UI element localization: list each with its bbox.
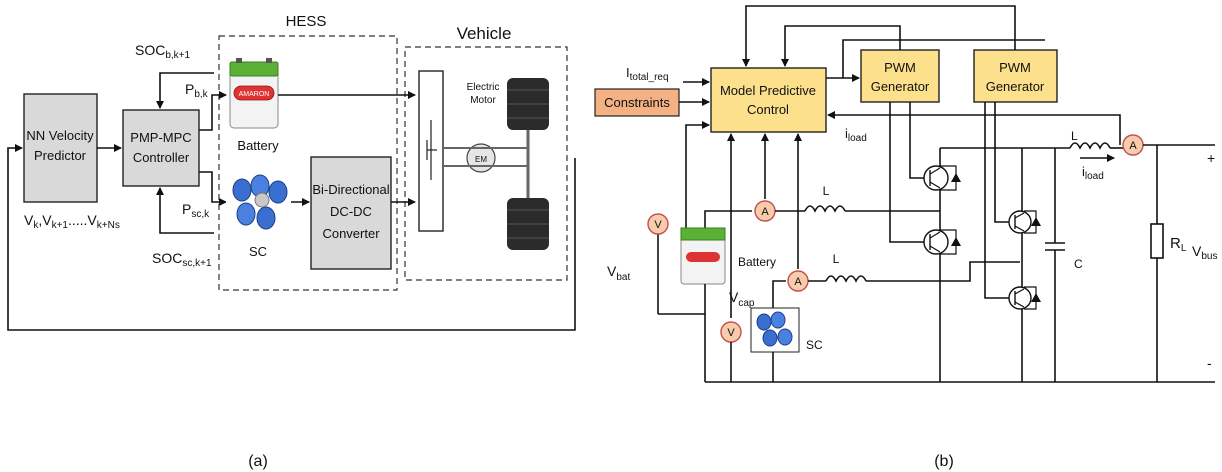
i-total-req-label: Itotal_req — [626, 65, 669, 83]
sc-wire-to-switch — [866, 261, 1020, 282]
ammeter-a-label-1: A — [761, 206, 769, 218]
mpc-to-pwm2-line — [842, 39, 1045, 78]
pwm2-gate-lower — [984, 102, 1012, 299]
inverter-switch-icon — [426, 120, 437, 180]
pwm-generator-1-block — [860, 49, 940, 103]
vbat-return-wire — [658, 284, 706, 315]
iload-label-bus: iload — [1082, 164, 1104, 182]
top-feedback-inner — [781, 25, 901, 67]
psc-arrow — [199, 171, 227, 206]
figure-a: HESS Vehicle NN Velocity Predictor PMP-M… — [7, 13, 576, 470]
sc-inductor — [825, 275, 867, 283]
load-resistor — [1150, 223, 1164, 259]
soc-sc-arrow — [156, 187, 214, 234]
pb-label: Pb,k — [185, 81, 209, 100]
battery-b-label: Battery — [738, 255, 776, 269]
battery-label: Battery — [237, 138, 279, 153]
battery-image: AMARON — [229, 58, 279, 129]
battery-b-image — [680, 227, 726, 285]
soc-b-arrow — [156, 72, 214, 109]
constraints-label: Constraints — [604, 95, 670, 110]
nn-block-line2: Predictor — [34, 148, 87, 163]
pmp-mpc-controller-block — [122, 109, 200, 187]
pb-arrow — [199, 91, 227, 131]
vbus-label: Vbus — [1192, 243, 1217, 262]
vbat-voltmeter-icon — [647, 213, 669, 235]
psc-label: Psc,k — [182, 201, 210, 220]
vbat-feedback-arrow — [685, 121, 710, 240]
sc-b-image — [750, 307, 800, 353]
sc-positive-wire — [772, 280, 786, 308]
model-predictive-control-block — [710, 67, 827, 133]
pwm1-gate-upper — [909, 102, 925, 179]
pwm2-line1: PWM — [999, 60, 1031, 75]
constraints-block — [594, 88, 680, 117]
sc-label: SC — [249, 244, 267, 259]
battery-logo-text: AMARON — [239, 91, 270, 98]
iload-feedback-arrow — [827, 111, 1121, 145]
soc-b-label: SOCb,k+1 — [135, 42, 191, 61]
wheel-bottom-icon — [507, 198, 549, 250]
pwm-generator-2-block — [973, 49, 1058, 103]
iload-label-top: iload — [845, 126, 867, 144]
hess-region — [218, 35, 398, 291]
switch-2-upper-icon — [1008, 210, 1041, 234]
inductor-label-2: L — [833, 252, 840, 266]
caption-a: (a) — [248, 453, 268, 470]
ammeter-a-label-3: A — [1129, 140, 1137, 152]
battery-inductor — [804, 205, 846, 213]
pwm1-gate-lower — [889, 102, 925, 243]
supercapacitor-image — [226, 174, 290, 234]
load-inductor — [1069, 142, 1111, 150]
inductor-label-1: L — [823, 184, 830, 198]
top-feedback-outer — [742, 5, 1016, 67]
converter-line3: Converter — [322, 226, 380, 241]
velocity-sequence-label: Vk,Vk+1.....Vk+Ns — [24, 212, 120, 231]
vcap-label: Vcap — [729, 289, 755, 309]
switch-1-lower-icon — [923, 229, 961, 255]
ammeter-a-label-2: A — [794, 276, 802, 288]
voltmeter-label-1: V — [654, 219, 662, 231]
pwm1-line1: PWM — [884, 60, 916, 75]
vbat-label: Vbat — [607, 263, 630, 283]
sc-b-label: SC — [806, 338, 823, 352]
hess-label: HESS — [286, 13, 327, 30]
plus-label: + — [1207, 150, 1215, 166]
pwm1-line2: Generator — [871, 79, 930, 94]
pwm2-gate-upper — [994, 102, 1012, 223]
dc-dc-converter-block — [310, 156, 392, 270]
switch-1-upper-icon — [923, 165, 961, 191]
voltmeter-label-2: V — [727, 327, 735, 339]
caption-b: (b) — [934, 453, 954, 470]
pmp-block-line2: Controller — [133, 150, 190, 165]
rl-label: RL — [1170, 235, 1187, 254]
minus-label: - — [1207, 355, 1212, 371]
mpc-line2: Control — [747, 102, 789, 117]
em-label: EM — [475, 155, 487, 164]
pmp-block-line1: PMP-MPC — [130, 130, 191, 145]
wheel-top-icon — [507, 78, 549, 130]
nn-block-line1: NN Velocity — [26, 128, 94, 143]
switch-2-lower-icon — [1008, 286, 1041, 310]
feedback-loop-arrow — [7, 144, 576, 331]
vehicle-label: Vehicle — [457, 24, 512, 43]
figure-b: Model Predictive Control PWM Generator P… — [594, 5, 1217, 470]
converter-line1: Bi-Directional — [312, 182, 389, 197]
pwm2-line2: Generator — [986, 79, 1045, 94]
motor-label-line2: Motor — [470, 95, 496, 106]
capacitor-label: C — [1074, 257, 1083, 271]
motor-label-line1: Electric — [467, 82, 500, 93]
mpc-line1: Model Predictive — [720, 83, 816, 98]
vehicle-region — [404, 46, 568, 281]
soc-sc-label: SOCsc,k+1 — [152, 250, 212, 269]
inductor-label-3: L — [1071, 129, 1078, 143]
converter-line2: DC-DC — [330, 204, 372, 219]
